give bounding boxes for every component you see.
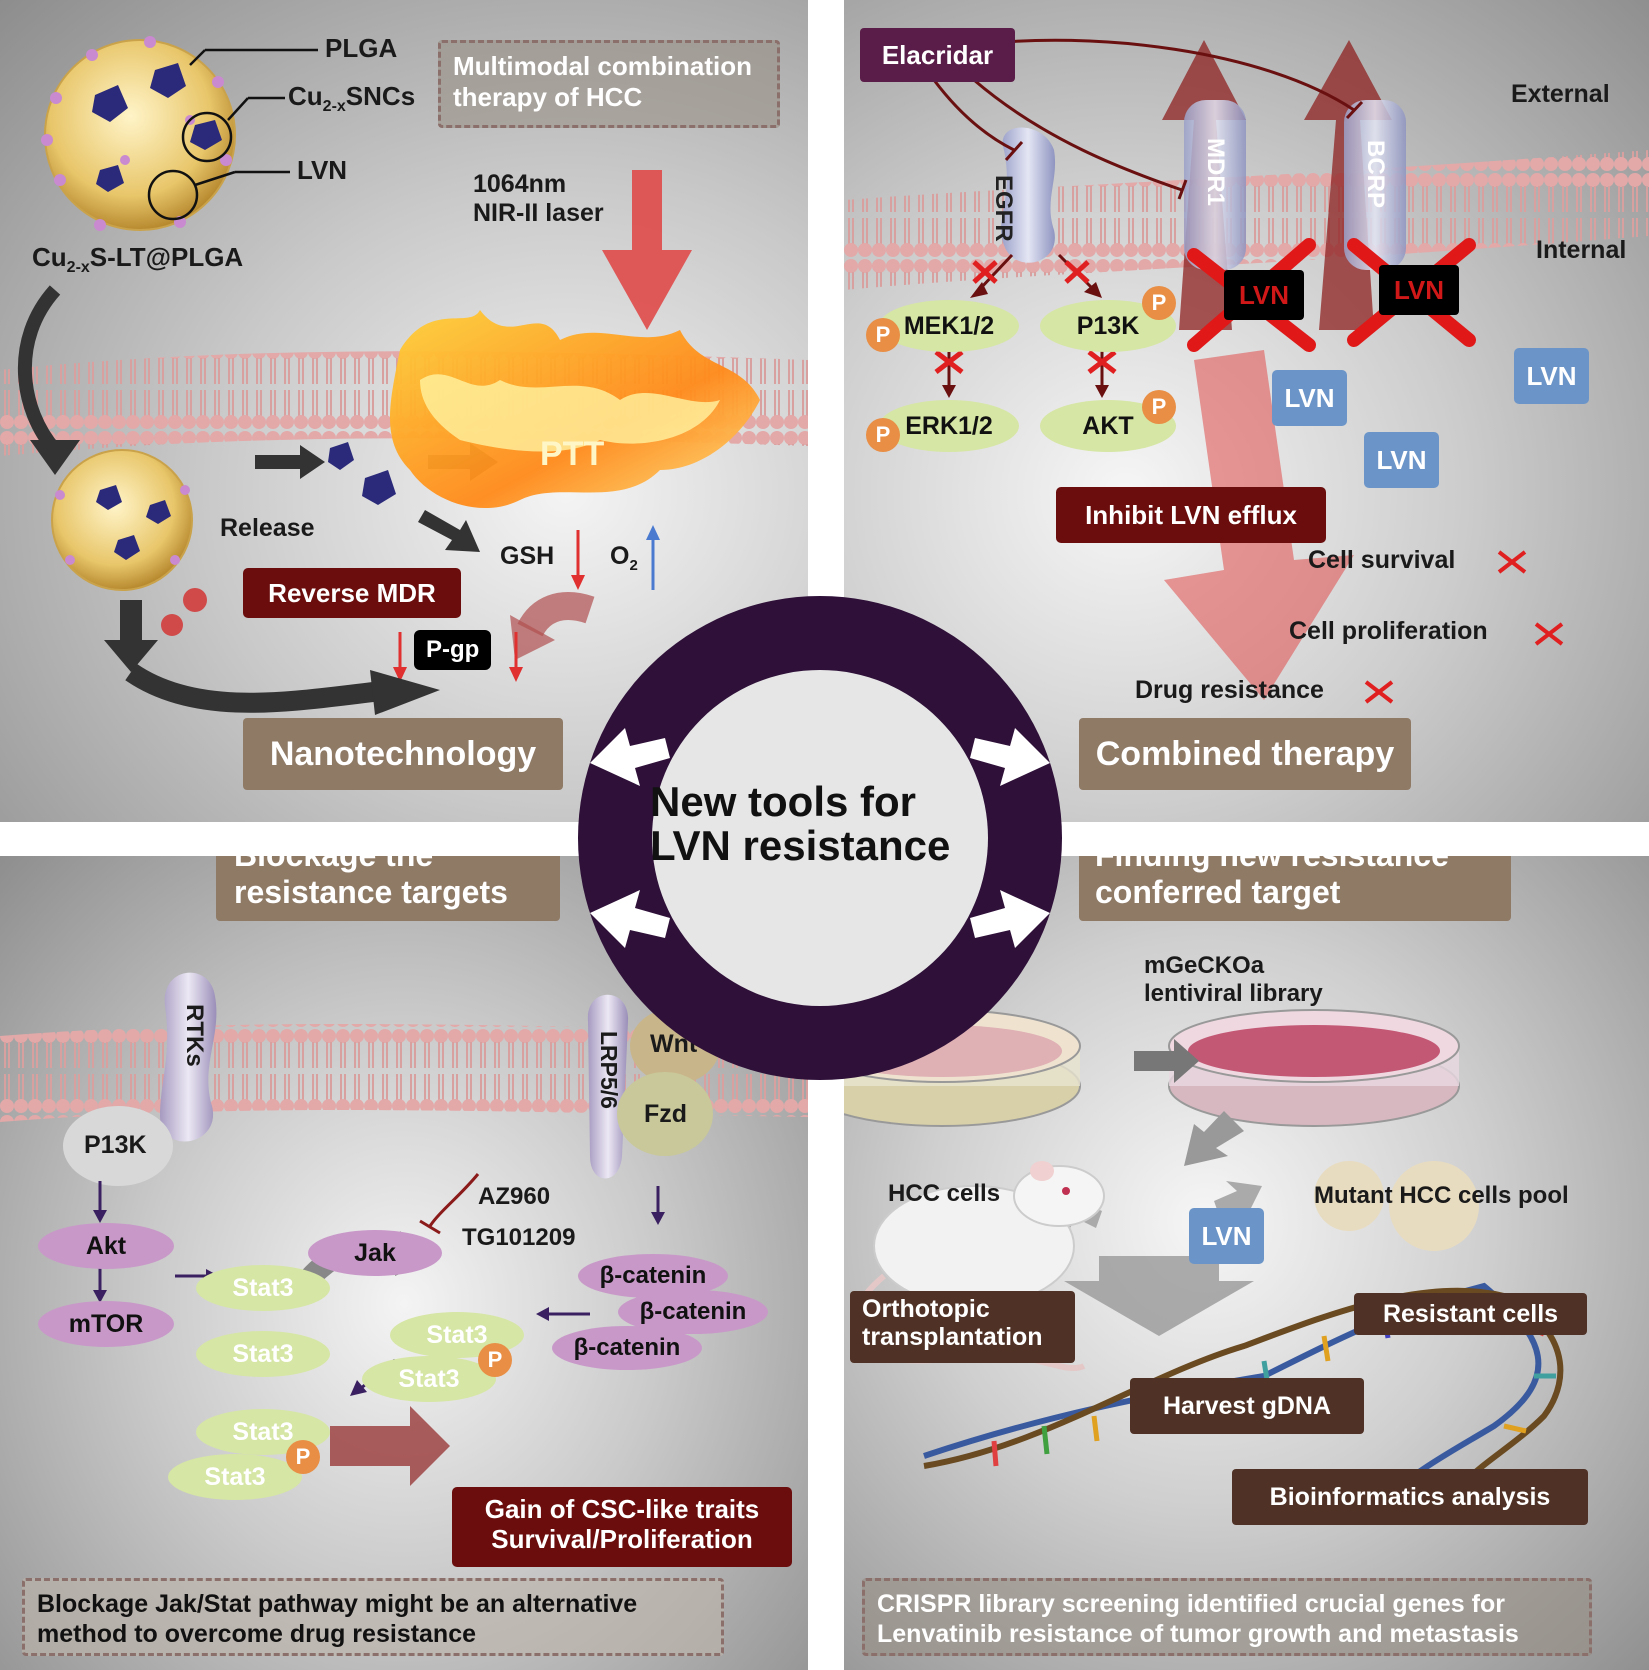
elacridar-box: Elacridar	[860, 28, 1015, 82]
panel-nanotechnology: PLGA Cu2-xSNCs LVN Cu2-xS-LT@PLGA Multim…	[0, 0, 808, 822]
panel-br-graphics	[844, 1009, 1564, 1517]
combined-therapy-label: Combined therapy	[1079, 718, 1411, 790]
bioinformatics-box: Bioinformatics analysis	[1232, 1469, 1588, 1525]
phospho-stat3-1: P	[478, 1343, 512, 1377]
reverse-mdr-box: Reverse MDR	[243, 568, 461, 618]
catenin-node-3: β-catenin	[552, 1326, 702, 1370]
external-label: External	[1511, 80, 1610, 108]
bcrp-transporter	[1344, 100, 1406, 270]
tg101209-label: TG101209	[462, 1224, 576, 1251]
small-nanoparticle	[51, 449, 193, 591]
finding-title: Finding new resistance conferred target	[1079, 856, 1511, 921]
resistant-cells-box: Resistant cells	[1354, 1293, 1587, 1335]
crispr-footer-box: CRISPR library screening identified cruc…	[862, 1578, 1592, 1656]
lvn-blocked-1: LVN	[1224, 270, 1304, 320]
stat3-node-6: Stat3	[168, 1454, 302, 1500]
egfr-receptor	[1001, 127, 1056, 263]
orthotopic-box: Orthotopic transplantation	[850, 1291, 1075, 1363]
library-label: mGeCKOa lentiviral library	[1144, 952, 1323, 1007]
panel-tl-graphics	[0, 36, 808, 715]
stat3-node-1: Stat3	[196, 1265, 330, 1311]
fzd-label: Fzd	[644, 1100, 688, 1128]
akt-node: Akt	[38, 1223, 174, 1269]
multimodal-title-box: Multimodal combination therapy of HCC	[438, 40, 780, 128]
lrp-receptor	[587, 994, 629, 1179]
pgp-box: P-gp	[414, 630, 492, 670]
label-plga: PLGA	[325, 33, 398, 63]
label-lvn: LVN	[297, 155, 348, 185]
o2-label: O2	[610, 542, 638, 574]
ptt-label: PTT	[540, 435, 605, 473]
internal-label: Internal	[1536, 236, 1627, 264]
lvn-box-1: LVN	[1272, 370, 1347, 426]
hcc-cells-label: HCC cells	[888, 1180, 1001, 1207]
lvn-box-2: LVN	[1514, 348, 1589, 404]
lvn-blocked-2: LVN	[1379, 265, 1459, 315]
resistant-cell-1	[1314, 1161, 1384, 1231]
mdr1-label: MDR1	[1202, 138, 1229, 207]
nanotechnology-label: Nanotechnology	[243, 718, 563, 790]
center-ring-graphic	[578, 596, 1062, 1080]
mek-node: MEK1/2	[879, 300, 1019, 352]
stat3-node-4: Stat3	[362, 1356, 496, 1402]
stat3-node-5: Stat3	[196, 1409, 330, 1455]
jak-node: Jak	[308, 1230, 442, 1276]
gsh-label: GSH	[500, 542, 555, 570]
phospho-mek: P	[866, 318, 900, 352]
p13k-label: P13K	[84, 1131, 147, 1159]
drug-resistance-label: Drug resistance	[1135, 676, 1324, 704]
harvest-gdna-box: Harvest gDNA	[1130, 1378, 1364, 1434]
phospho-p13k: P	[1142, 286, 1176, 320]
mtor-node: mTOR	[38, 1301, 174, 1347]
gain-csc-box: Gain of CSC-like traits Survival/Prolife…	[452, 1487, 792, 1567]
rtk-receptor	[160, 972, 217, 1142]
dna-helix-2	[923, 1287, 1564, 1517]
panel-tr-graphics	[844, 38, 1649, 704]
az960-label: AZ960	[478, 1183, 551, 1210]
egfr-label: EGFR	[990, 175, 1017, 242]
p13k-blob	[63, 1106, 173, 1186]
phospho-akt: P	[1142, 390, 1176, 424]
rtks-label: RTKs	[181, 1004, 208, 1067]
akt-node: AKT	[1040, 400, 1176, 452]
blockage-footer-box: Blockage Jak/Stat pathway might be an al…	[22, 1578, 724, 1656]
membrane	[844, 150, 1649, 290]
erk-node: ERK1/2	[879, 400, 1019, 452]
fzd-blob	[617, 1072, 713, 1156]
phospho-erk: P	[866, 418, 900, 452]
bcrp-label: BCRP	[1362, 140, 1389, 209]
cell-proliferation-label: Cell proliferation	[1289, 617, 1488, 645]
center-title-line-1: New tools for	[650, 778, 917, 825]
release-label: Release	[220, 514, 315, 542]
label-nanoparticle: Cu2-xS-LT@PLGA	[32, 242, 244, 277]
laser-label: 1064nm NIR-II laser	[473, 170, 604, 227]
center-title-line-2: LVN resistance	[650, 822, 951, 870]
resistant-cell-2	[1389, 1161, 1479, 1251]
inhibit-efflux-box: Inhibit LVN efflux	[1056, 487, 1326, 543]
phospho-stat3-2: P	[286, 1440, 320, 1474]
label-cu-sncs: Cu2-xSNCs	[288, 81, 416, 116]
lvn-box-3: LVN	[1364, 432, 1439, 488]
mutant-pool-label: Mutant HCC cells pool	[1314, 1182, 1569, 1209]
stat3-node-2: Stat3	[196, 1331, 330, 1377]
blockage-title: Blockage the resistance targets	[216, 856, 560, 921]
mdr1-transporter	[1184, 100, 1246, 270]
lvn-box: LVN	[1189, 1208, 1264, 1264]
cell-survival-label: Cell survival	[1308, 546, 1456, 574]
